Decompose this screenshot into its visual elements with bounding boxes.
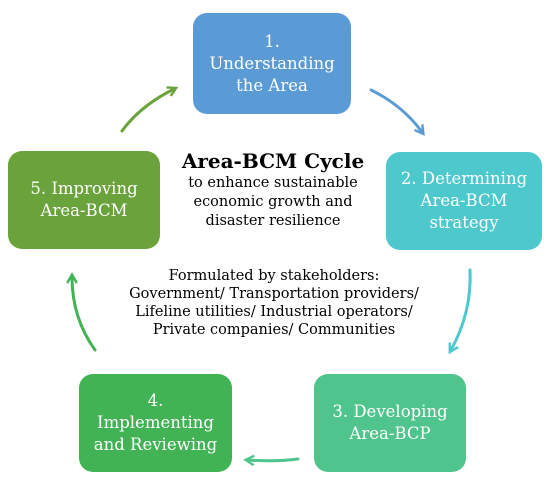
step-2-line-1: 2. Determining — [400, 169, 528, 188]
stakeholders-line-4: Private companies/ Communities — [152, 322, 396, 338]
arrow-2-to-3 — [448, 268, 472, 355]
cycle-title: Area-BCM Cycle — [181, 149, 365, 173]
step-4-line-2: Implementing — [97, 413, 214, 432]
step-1-line-3: the Area — [236, 75, 308, 95]
step-1-line-2: Understanding — [209, 53, 335, 73]
cycle-subtitle-line-2: economic growth and — [193, 194, 353, 210]
step-2-determining-strategy: 2. Determining Area-BCM strategy — [386, 152, 542, 250]
step-4-line-1: 4. — [147, 391, 164, 410]
arrow-4-to-5 — [66, 272, 97, 352]
stakeholders-text: Formulated by stakeholders: Government/ … — [110, 267, 438, 339]
stakeholders-line-3: Lifeline utilities/ Industrial operators… — [135, 304, 413, 320]
step-5-line-2: Area-BCM — [40, 201, 128, 220]
cycle-center-text: Area-BCM Cycle to enhance sustainable ec… — [160, 148, 386, 231]
cycle-subtitle-line-1: to enhance sustainable — [188, 175, 358, 191]
step-3-line-1: 3. Developing — [332, 402, 448, 421]
step-4-implementing-reviewing: 4. Implementing and Reviewing — [79, 374, 232, 472]
step-1-line-1: 1. — [264, 31, 280, 51]
arrow-1-to-2 — [369, 88, 425, 136]
stakeholders-line-1: Formulated by stakeholders: — [168, 268, 380, 284]
step-2-line-2: Area-BCM — [420, 191, 508, 210]
arrow-3-to-4 — [243, 454, 300, 467]
arrow-5-to-1 — [120, 86, 179, 133]
step-2-line-3: strategy — [429, 213, 499, 232]
cycle-subtitle: to enhance sustainable economic growth a… — [160, 174, 386, 231]
cycle-subtitle-line-3: disaster resilience — [205, 213, 341, 229]
step-1-understanding-area: 1. Understanding the Area — [193, 13, 351, 114]
step-5-line-1: 5. Improving — [30, 179, 138, 198]
step-3-line-2: Area-BCP — [349, 424, 431, 443]
step-3-developing-bcp: 3. Developing Area-BCP — [314, 374, 466, 472]
step-5-improving-bcm: 5. Improving Area-BCM — [8, 151, 160, 249]
stakeholders-line-2: Government/ Transportation providers/ — [129, 286, 419, 302]
step-4-line-3: and Reviewing — [93, 435, 218, 454]
